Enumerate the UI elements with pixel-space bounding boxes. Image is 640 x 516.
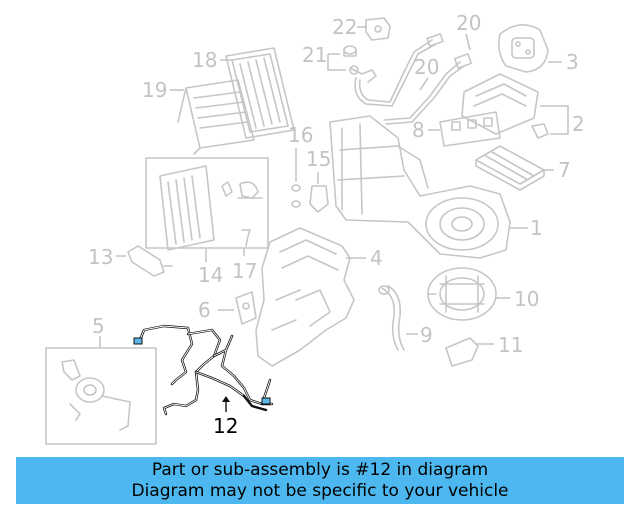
info-banner: Part or sub-assembly is #12 in diagram D… xyxy=(16,457,624,504)
banner-line-1: Part or sub-assembly is #12 in diagram xyxy=(151,460,489,480)
harness-connector xyxy=(133,337,143,345)
callout-17: 17 xyxy=(232,259,257,283)
callout-1: 1 xyxy=(530,216,543,240)
callout-10: 10 xyxy=(514,287,539,311)
callout-9: 9 xyxy=(420,323,433,347)
harness-connector xyxy=(261,397,271,405)
banner-line-2: Diagram may not be specific to your vehi… xyxy=(131,481,509,501)
callout-6: 6 xyxy=(198,298,211,322)
callout-18: 18 xyxy=(192,48,217,72)
part-19-evaporator xyxy=(177,79,255,155)
part-10-blower-motor xyxy=(427,267,497,321)
callout-11: 11 xyxy=(498,333,523,357)
callout-2: 2 xyxy=(572,112,585,136)
part-6-mount xyxy=(235,291,257,325)
part-12-wiring-harness xyxy=(133,324,274,416)
leader-20a xyxy=(465,33,471,51)
leader-20b xyxy=(419,77,429,91)
leader-12-arrow xyxy=(222,396,230,402)
part-13-sensor xyxy=(127,245,173,277)
part-4-lower-housing xyxy=(255,227,355,367)
part-2-actuator xyxy=(461,73,549,139)
part-1-hvac-housing xyxy=(329,115,511,259)
part-20-tubes xyxy=(354,33,473,125)
callout-15: 15 xyxy=(306,147,331,171)
part-21-fasteners xyxy=(343,45,377,83)
callout-5: 5 xyxy=(92,314,105,338)
part-3-gasket xyxy=(498,24,549,73)
callout-3: 3 xyxy=(566,50,579,74)
callout-14: 14 xyxy=(198,263,223,287)
part-15-sensor xyxy=(309,172,329,213)
callout-22: 22 xyxy=(332,15,357,39)
callout-12: 12 xyxy=(213,414,238,438)
part-11-resistor xyxy=(445,337,479,367)
leader-2 xyxy=(540,105,569,135)
callout-20-mid: 20 xyxy=(414,55,439,79)
part-22-bracket xyxy=(365,17,391,41)
part-18-heater-core xyxy=(225,47,295,139)
callout-13: 13 xyxy=(88,245,113,269)
callout-8: 8 xyxy=(412,118,425,142)
callout-21: 21 xyxy=(302,43,327,67)
leader-21 xyxy=(327,53,346,71)
part-8-seal-plate xyxy=(439,111,501,147)
callout-7: 7 xyxy=(558,158,571,182)
part-7-cabin-filter xyxy=(475,145,545,191)
part-14-filter-group xyxy=(145,157,269,251)
callout-4: 4 xyxy=(370,246,383,270)
callout-20-top: 20 xyxy=(456,11,481,35)
callout-19: 19 xyxy=(142,78,167,102)
part-16-clips xyxy=(291,148,301,208)
callout-16: 16 xyxy=(288,123,313,147)
part-17-screw xyxy=(241,229,251,256)
part-5-inset xyxy=(45,347,157,445)
part-9-drain-hose xyxy=(378,285,405,351)
